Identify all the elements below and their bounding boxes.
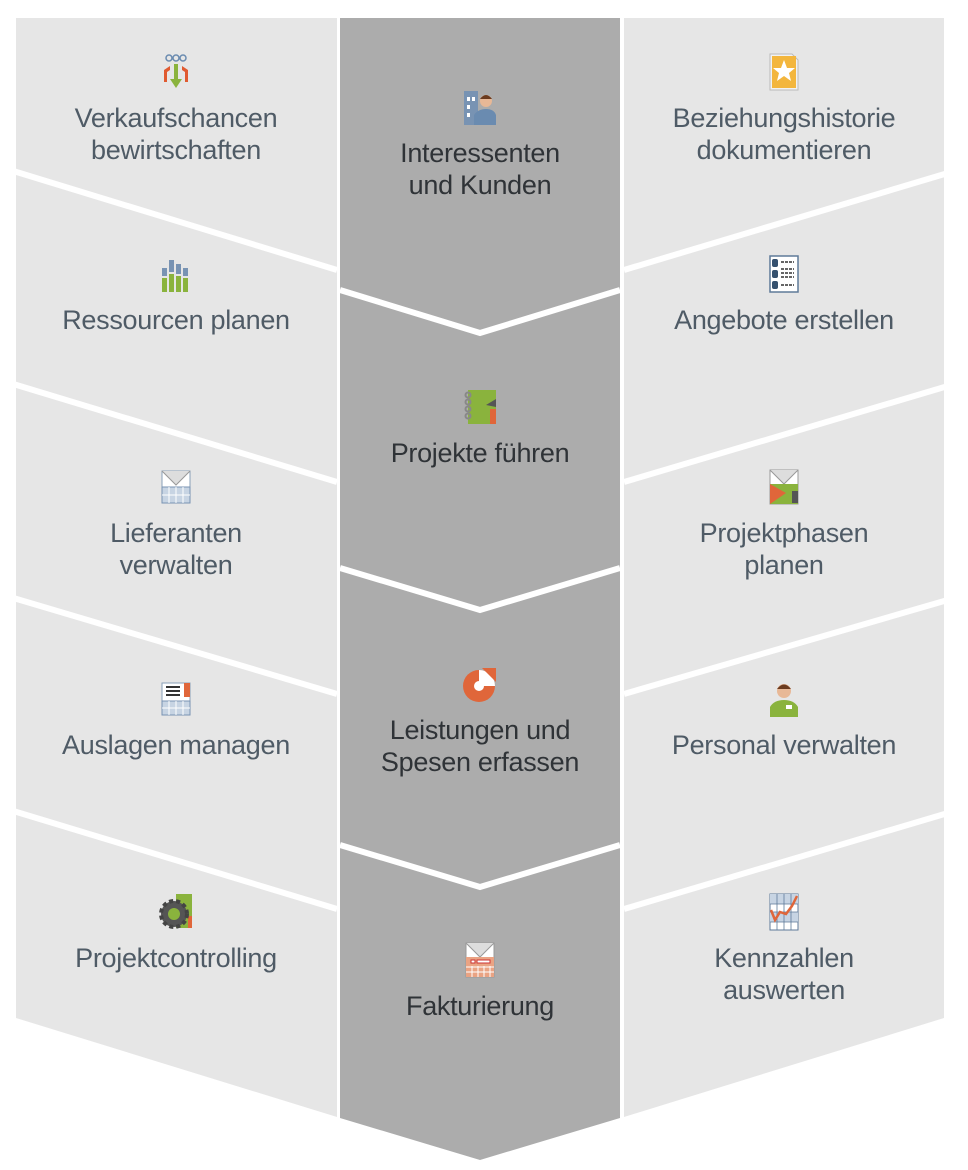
step-label-line: planen — [744, 550, 824, 580]
step-label-line: Beziehungshistorie — [672, 103, 896, 133]
step-label: Auslagen managen — [62, 729, 290, 761]
center-step-2: Projekte führen — [330, 387, 630, 469]
left-column — [16, 18, 337, 1117]
step-label-line: Projektcontrolling — [75, 943, 277, 973]
step-label: Personal verwalten — [671, 729, 897, 761]
center-column — [340, 18, 620, 1160]
step-label: Fakturierung — [406, 990, 554, 1022]
calculator-list-icon — [764, 254, 804, 294]
right-step-2: Angebote erstellen — [634, 254, 934, 336]
step-label: Angebote erstellen — [674, 304, 894, 336]
step-label: Projektcontrolling — [75, 942, 277, 974]
step-label-line: Projektphasen — [699, 518, 869, 548]
gear-notebook-icon — [156, 892, 196, 932]
pie-chart-icon — [460, 664, 500, 704]
bar-chart-icon — [156, 254, 196, 294]
left-step-5: Projektcontrolling — [26, 892, 326, 974]
star-document-icon — [764, 52, 804, 92]
step-label-line: Leistungen und — [389, 715, 571, 745]
sales-funnel-icon — [156, 52, 196, 92]
step-label-line: Ressourcen planen — [62, 305, 290, 335]
right-column — [624, 18, 944, 1117]
separators — [9, 167, 959, 912]
step-label-line: Interessenten — [400, 138, 560, 168]
step-label-line: Personal verwalten — [671, 730, 897, 760]
step-label: Projekte führen — [391, 437, 570, 469]
building-person-icon — [460, 87, 500, 127]
step-label-line: Verkaufschancen — [74, 103, 278, 133]
step-label-line: Angebote erstellen — [674, 305, 894, 335]
left-step-4: Auslagen managen — [26, 679, 326, 761]
step-label-line: auswerten — [723, 975, 845, 1005]
step-label-line: Auslagen managen — [62, 730, 290, 760]
step-label-line: bewirtschaften — [91, 135, 261, 165]
line-chart-icon — [764, 892, 804, 932]
gantt-envelope-icon — [764, 467, 804, 507]
right-step-4: Personal verwalten — [634, 679, 934, 761]
step-label-line: Spesen erfassen — [380, 747, 580, 777]
step-label-line: und Kunden — [408, 170, 552, 200]
left-step-2: Ressourcen planen — [26, 254, 326, 336]
step-label-line: Projekte führen — [390, 438, 570, 468]
step-label: Ressourcen planen — [62, 304, 290, 336]
list-calendar-icon — [156, 679, 196, 719]
step-label-line: verwalten — [119, 550, 233, 580]
envelope-calendar-icon — [156, 467, 196, 507]
notebook-icon — [460, 387, 500, 427]
step-label-line: Fakturierung — [406, 991, 554, 1021]
step-label-line: Kennzahlen — [714, 943, 854, 973]
step-label-line: Lieferanten — [110, 518, 242, 548]
employee-icon — [764, 679, 804, 719]
invoice-icon — [460, 940, 500, 980]
center-step-4: Fakturierung — [330, 940, 630, 1022]
step-label-line: dokumentieren — [696, 135, 872, 165]
